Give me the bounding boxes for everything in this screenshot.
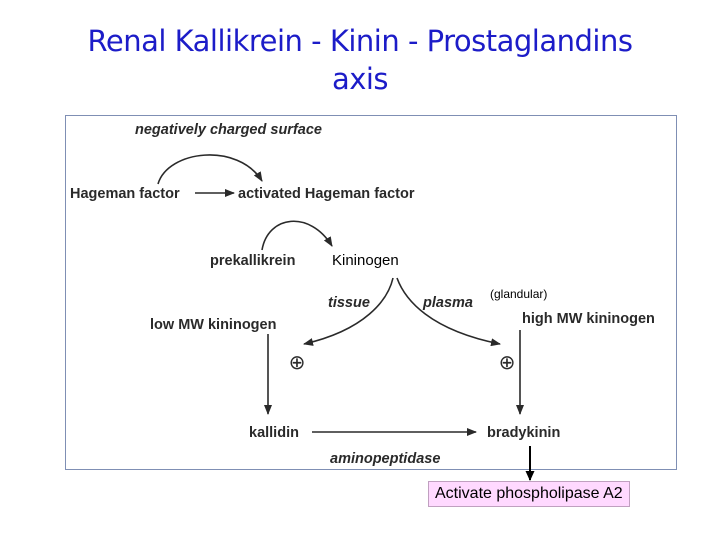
high-mw-kininogen-label: high MW kininogen bbox=[522, 311, 655, 327]
slide-title: Renal Kallikrein - Kinin - Prostaglandin… bbox=[0, 22, 720, 98]
aminopeptidase-label: aminopeptidase bbox=[330, 451, 440, 467]
kininogen-label: Kininogen bbox=[330, 252, 401, 269]
glandular-label: (glandular) bbox=[490, 287, 548, 301]
prekallikrein-activation-arrow bbox=[261, 220, 333, 251]
title-line-2: axis bbox=[331, 62, 389, 96]
low-mw-kininogen-label: low MW kininogen bbox=[150, 317, 276, 333]
kallidin-label: kallidin bbox=[249, 425, 299, 441]
plasma-branch-arrow bbox=[396, 277, 501, 347]
negatively-charged-surface-label: negatively charged surface bbox=[135, 122, 322, 138]
activated-hageman-factor-label: activated Hageman factor bbox=[238, 186, 415, 202]
surface-activation-arrow bbox=[157, 154, 263, 185]
title-line-1: Renal Kallikrein - Kinin - Prostaglandin… bbox=[87, 24, 633, 58]
phospholipase-a2-box: Activate phospholipase A2 bbox=[428, 481, 630, 507]
plasma-label: plasma bbox=[422, 295, 473, 311]
plus-circle-icon: ⊕ bbox=[499, 350, 516, 374]
prekallikrein-label: prekallikrein bbox=[210, 253, 295, 269]
tissue-label: tissue bbox=[328, 295, 370, 311]
plus-circle-icon: ⊕ bbox=[289, 350, 306, 374]
hageman-factor-label: Hageman factor bbox=[70, 186, 180, 202]
diagram-frame bbox=[65, 115, 677, 470]
bradykinin-label: bradykinin bbox=[487, 425, 560, 441]
tissue-branch-arrow bbox=[303, 277, 394, 346]
